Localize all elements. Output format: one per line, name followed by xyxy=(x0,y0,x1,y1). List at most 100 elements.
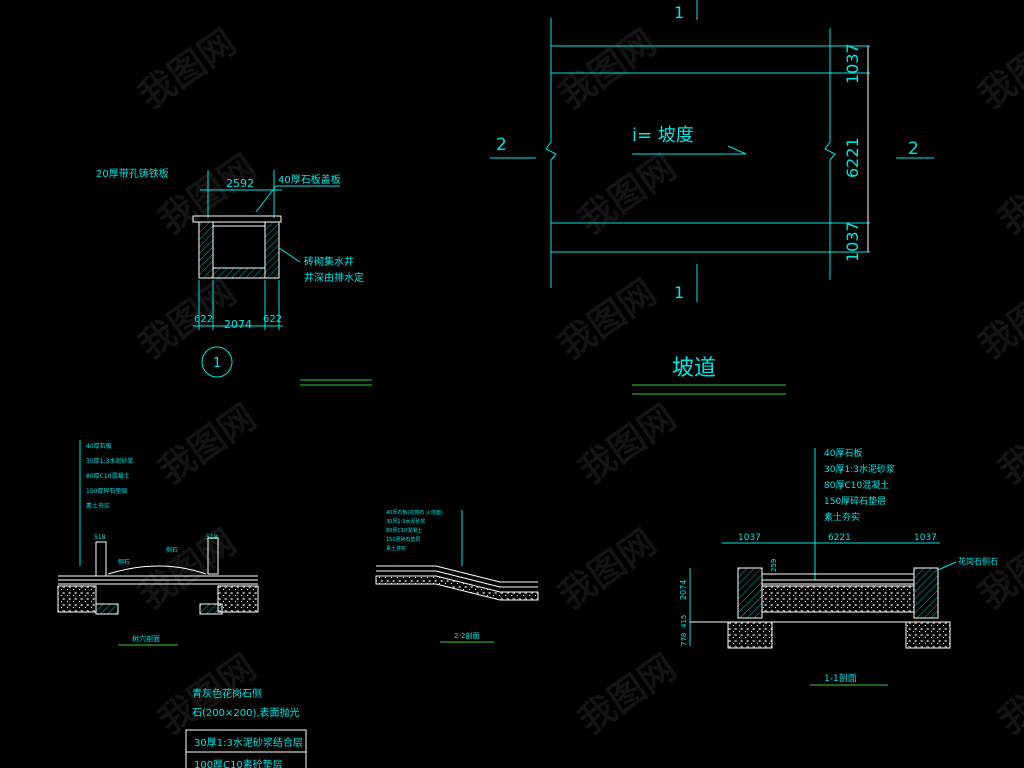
curb-right xyxy=(913,567,939,619)
dim-s: 259 xyxy=(770,559,778,572)
watermark-text: 我图网 xyxy=(972,272,1024,368)
section-mark-left: 2 xyxy=(496,135,507,155)
curb-label-2: 侧石 xyxy=(166,546,178,554)
watermark-text: 我图网 xyxy=(572,647,684,743)
layer-note: 80厚C10混凝土 xyxy=(824,479,889,491)
footing-left xyxy=(727,621,773,649)
well-chamber xyxy=(212,225,266,269)
watermark-text: 我图网 xyxy=(992,147,1024,243)
note-line2: 井深由排水定 xyxy=(304,271,364,284)
watermark-text: 我图网 xyxy=(972,522,1024,618)
detail-circle xyxy=(201,346,233,378)
section-mark-right: 2 xyxy=(908,139,919,159)
ramp-title: 坡道 xyxy=(672,356,716,381)
section-2-2: 40厚石板(花岗石 火烧面) 30厚1:3水泥砂浆 80厚C10混凝土 150厚碎石垫… xyxy=(375,509,539,643)
well-base xyxy=(212,267,266,279)
dim-left: 1037 xyxy=(738,533,761,543)
watermark-text: 我图网 xyxy=(992,397,1024,493)
dim-h: 2074 xyxy=(679,580,688,600)
section-title: 1-1剖面 xyxy=(824,672,857,684)
material-notes: 青灰色花岗石侧 石(200×200),表面抛光 30厚1:3水泥砂浆结合层 10… xyxy=(185,687,307,768)
well-wall-left xyxy=(198,221,214,279)
dim-f2: 415 xyxy=(680,615,688,628)
layer-note: 30厚1:3水泥砂浆 xyxy=(824,463,895,475)
detail-number: 1 xyxy=(213,356,221,371)
cover-slab xyxy=(192,215,282,223)
dim-left: 518 xyxy=(94,534,106,541)
dim-b: 6221 xyxy=(843,137,862,178)
watermark-text: 我图网 xyxy=(572,147,684,243)
leader-line xyxy=(278,247,301,263)
slope-surface xyxy=(376,565,538,583)
dim-top: 2592 xyxy=(226,177,254,190)
layer-note: 30厚1:3水泥砂浆 xyxy=(86,457,133,465)
note-line2: 石(200×200),表面抛光 xyxy=(192,706,300,719)
layer-note: 80厚C10混凝土 xyxy=(86,472,129,480)
layer-note: 30厚1:3水泥砂浆 xyxy=(386,518,425,525)
watermark-text: 我图网 xyxy=(972,22,1024,118)
dim-right: 1037 xyxy=(914,533,937,543)
watermark-layer: 我图网我图网我图网我图网我图网我图网我图网我图网我图网我图网我图网我图网我图网我… xyxy=(132,22,1024,743)
slope-base xyxy=(375,575,539,601)
watermark-text: 我图网 xyxy=(552,22,664,118)
layer-note: 150厚碎石垫层 xyxy=(824,495,886,507)
layer-note: 40厚石板(花岗石 火烧面) xyxy=(386,509,443,516)
note-box2-text: 100厚C10素砼垫层 xyxy=(194,758,283,768)
ramp-plan: 1 1 2 2 i= 坡度 1037 6221 1037 坡道 xyxy=(490,0,934,395)
note-line1: 青灰色花岗石侧 xyxy=(192,687,262,700)
slope-arrow-head xyxy=(727,145,747,155)
stone-cover-label: 40厚石板盖板 xyxy=(278,173,341,186)
footing-right xyxy=(199,603,223,615)
dim-c: 1037 xyxy=(843,221,862,262)
well-detail: 20厚带孔铸铁板 2592 40厚石板盖板 砖砌集水井 井深由排水定 622 2… xyxy=(96,167,372,386)
note-line1: 砖砌集水井 xyxy=(304,255,354,268)
base-left xyxy=(57,585,97,613)
slope-label: i= 坡度 xyxy=(632,125,694,146)
dim-mid: 6221 xyxy=(828,533,851,543)
layer-note: 素土夯实 xyxy=(386,545,406,552)
layer-note: 80厚C10混凝土 xyxy=(386,527,422,534)
watermark-text: 我图网 xyxy=(552,272,664,368)
layer-note: 素土夯实 xyxy=(86,502,110,510)
leader-line xyxy=(937,561,957,571)
layer-note: 150厚碎石垫层 xyxy=(86,487,127,495)
curb-left xyxy=(95,541,107,577)
soil-mound xyxy=(107,565,207,575)
section-title: 树穴剖面 xyxy=(132,634,160,643)
note-box1-text: 30厚1:3水泥砂浆结合层 xyxy=(194,736,303,749)
section-mark-top: 1 xyxy=(674,3,684,22)
dim-left: 622 xyxy=(194,314,213,325)
well-wall-right xyxy=(264,221,280,279)
dim-a: 1037 xyxy=(843,43,862,84)
dim-mid: 2074 xyxy=(224,318,252,331)
layer-note: 40厚石板 xyxy=(86,442,112,450)
cover-note: 20厚带孔铸铁板 xyxy=(96,167,169,180)
watermark-text: 我图网 xyxy=(572,397,684,493)
watermark-text: 我图网 xyxy=(152,397,264,493)
layer-notes: 40厚石板(花岗石 火烧面) 30厚1:3水泥砂浆 80厚C10混凝土 150厚碎石垫… xyxy=(386,509,443,552)
gravel-bed xyxy=(761,585,915,613)
layer-note: 150厚碎石垫层 xyxy=(386,536,421,543)
footing-left xyxy=(95,603,119,615)
section-title: 2-2剖面 xyxy=(454,631,479,640)
side-label: 花岗石侧石 xyxy=(958,556,998,566)
break-line-right xyxy=(824,141,836,161)
break-line-left xyxy=(545,141,557,161)
dim-right: 622 xyxy=(263,314,282,325)
watermark-text: 我图网 xyxy=(552,522,664,618)
section-mark-bottom: 1 xyxy=(674,283,684,302)
layer-note: 素土夯实 xyxy=(824,511,860,523)
curb-label: 侧石 xyxy=(118,558,130,566)
watermark-text: 我图网 xyxy=(132,22,244,118)
leader-line xyxy=(255,185,277,213)
footing-right xyxy=(905,621,951,649)
watermark-text: 我图网 xyxy=(992,647,1024,743)
note-box-2 xyxy=(185,751,307,768)
curb-right xyxy=(207,537,219,575)
curb-left xyxy=(737,567,763,619)
